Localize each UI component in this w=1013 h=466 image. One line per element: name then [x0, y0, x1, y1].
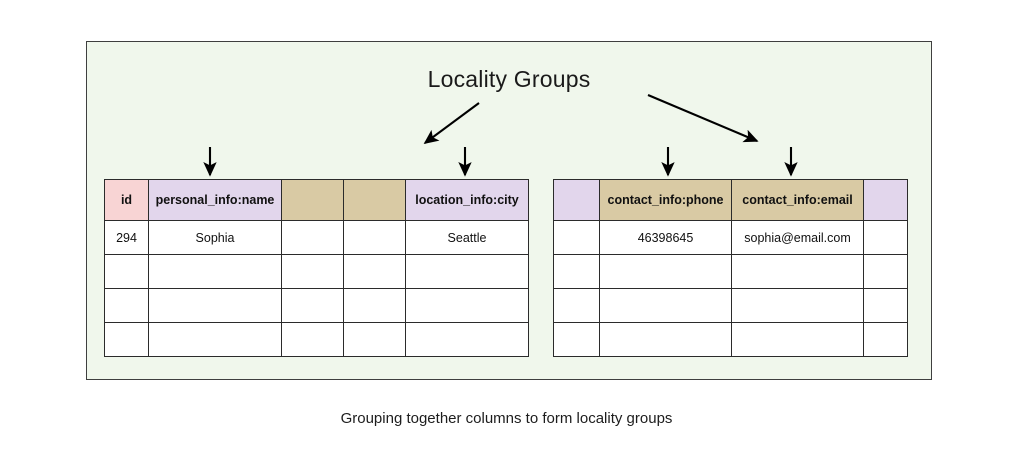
cell-city	[405, 254, 529, 289]
cell-id: 294	[104, 220, 149, 255]
left-table: id personal_info:name location_info:city…	[104, 179, 529, 357]
cell-id	[104, 288, 149, 323]
cell-blank	[343, 288, 406, 323]
cell-blank	[343, 254, 406, 289]
cell-blank	[553, 288, 600, 323]
cell-id	[104, 322, 149, 357]
table-row	[553, 322, 908, 357]
cell-blank	[863, 288, 908, 323]
cell-email	[731, 322, 864, 357]
table-row: 46398645 sophia@email.com	[553, 220, 908, 255]
cell-blank	[343, 322, 406, 357]
cell-phone	[599, 322, 732, 357]
figure-caption: Grouping together columns to form locali…	[340, 410, 673, 427]
column-header-contact-info-email: contact_info:email	[731, 179, 864, 221]
cell-blank	[863, 254, 908, 289]
table-row	[104, 288, 529, 323]
cell-phone	[599, 288, 732, 323]
cell-name	[148, 254, 282, 289]
table-header-row: id personal_info:name location_info:city	[104, 179, 529, 221]
table-row	[104, 254, 529, 289]
column-header-personal-info-name: personal_info:name	[148, 179, 282, 221]
cell-blank	[863, 322, 908, 357]
arrow-diagonal-left	[423, 102, 480, 144]
cell-name: Sophia	[148, 220, 282, 255]
column-header-blank-3	[553, 179, 600, 221]
right-table: contact_info:phone contact_info:email 46…	[553, 179, 908, 357]
column-header-blank-2	[343, 179, 406, 221]
cell-email: sophia@email.com	[731, 220, 864, 255]
cell-blank	[281, 220, 344, 255]
table-row	[553, 254, 908, 289]
column-header-contact-info-phone: contact_info:phone	[599, 179, 732, 221]
cell-blank	[281, 254, 344, 289]
table-header-row: contact_info:phone contact_info:email	[553, 179, 908, 221]
cell-blank	[553, 254, 600, 289]
cell-city	[405, 322, 529, 357]
cell-email	[731, 288, 864, 323]
page-title: Locality Groups	[427, 66, 591, 92]
cell-blank	[281, 288, 344, 323]
cell-phone: 46398645	[599, 220, 732, 255]
column-header-id: id	[104, 179, 149, 221]
cell-city: Seattle	[405, 220, 529, 255]
cell-blank	[553, 322, 600, 357]
arrow-diagonal-right	[647, 94, 759, 143]
cell-city	[405, 288, 529, 323]
cell-phone	[599, 254, 732, 289]
cell-blank	[343, 220, 406, 255]
table-row	[104, 322, 529, 357]
cell-name	[148, 288, 282, 323]
column-header-blank-4	[863, 179, 908, 221]
cell-blank	[553, 220, 600, 255]
cell-blank	[281, 322, 344, 357]
diagram-panel: Locality Groups id personal_info:name lo…	[86, 41, 932, 380]
column-header-blank-1	[281, 179, 344, 221]
cell-id	[104, 254, 149, 289]
table-row	[553, 288, 908, 323]
table-row: 294 Sophia Seattle	[104, 220, 529, 255]
cell-email	[731, 254, 864, 289]
column-header-location-info-city: location_info:city	[405, 179, 529, 221]
cell-name	[148, 322, 282, 357]
cell-blank	[863, 220, 908, 255]
